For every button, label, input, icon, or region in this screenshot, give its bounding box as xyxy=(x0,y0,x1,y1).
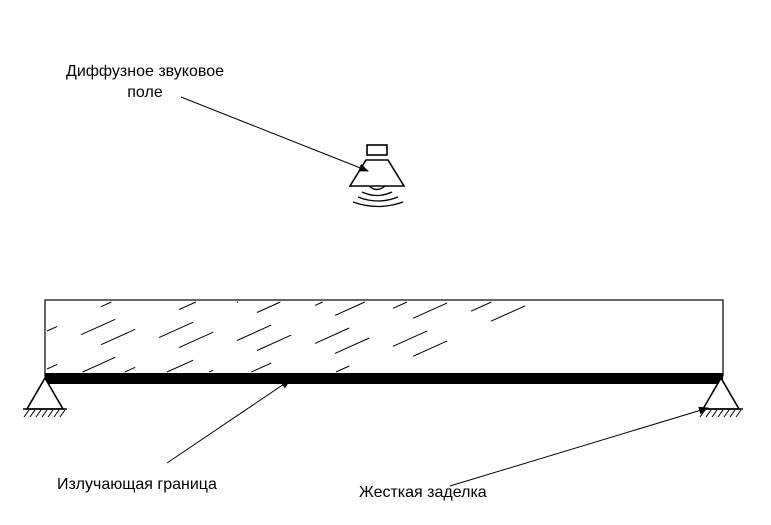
hatch-stroke xyxy=(80,318,116,336)
diffuse-field-label: Диффузное звуковое поле xyxy=(40,61,250,103)
hatch-stroke xyxy=(46,363,58,370)
diffuse-field-arrow xyxy=(180,96,369,172)
hatch-stroke xyxy=(314,301,323,306)
hatch-stroke xyxy=(314,327,350,344)
diffuse-field-label-line1: Диффузное звуковое xyxy=(65,63,224,80)
hatch-stroke xyxy=(392,330,428,347)
hatch-stroke xyxy=(100,328,136,346)
hatch-stroke xyxy=(334,337,370,354)
hatch-stroke xyxy=(82,356,116,373)
plate-hatching xyxy=(46,301,526,373)
hatch-stroke xyxy=(334,301,366,316)
diffuse-field-label-line2: поле xyxy=(127,84,163,101)
loudspeaker-icon xyxy=(348,144,406,208)
sound-waves-icon xyxy=(352,191,404,208)
hatch-stroke xyxy=(46,325,58,332)
radiating-boundary-label: Излучающая граница xyxy=(57,476,217,493)
hatch-stroke xyxy=(236,324,272,341)
radiating-boundary-line xyxy=(45,373,723,384)
hatch-stroke xyxy=(335,365,350,373)
triangle-support-icon xyxy=(23,376,67,418)
hatch-stroke xyxy=(251,362,272,373)
hatch-stroke xyxy=(158,321,194,339)
triangle-support-icon xyxy=(699,376,743,418)
hatch-stroke xyxy=(256,334,292,351)
radiating-boundary-arrow xyxy=(166,379,291,464)
hatch-stroke xyxy=(412,302,448,319)
rigid-clamp-arrow xyxy=(449,406,709,487)
hatch-stroke xyxy=(178,331,214,349)
hatch-stroke xyxy=(178,301,197,311)
hatch-stroke xyxy=(166,359,194,373)
hatch-stroke xyxy=(412,340,448,357)
hatch-stroke xyxy=(236,301,239,303)
hatch-stroke xyxy=(208,369,214,373)
plate-layer xyxy=(44,299,724,377)
hatch-stroke xyxy=(392,301,408,309)
hatch-stroke xyxy=(470,301,492,312)
hatch-stroke xyxy=(490,305,526,322)
hatch-stroke xyxy=(100,301,112,308)
rigid-clamp-label: Жесткая заделка xyxy=(359,484,487,501)
hatch-stroke xyxy=(256,301,281,313)
hatch-stroke xyxy=(124,366,136,373)
